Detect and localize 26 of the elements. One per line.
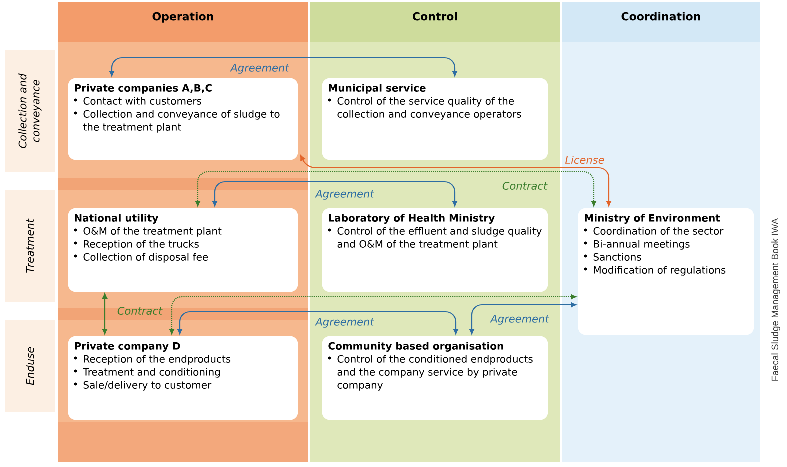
edge-label: Contract — [502, 182, 548, 190]
source-note: Faecal Sludge Management Book IWA — [772, 218, 780, 381]
arrow — [109, 57, 458, 77]
arrow — [195, 171, 597, 207]
edge-label: Agreement — [315, 190, 375, 200]
actor-box: Private company D Reception of the endproducts Treatment and conditioning Sale/delivery to customer — [68, 336, 298, 420]
actor-box: Private companies A,B,C Contact with customers Collection and conveyance of sludge to the treatment plant — [68, 78, 298, 160]
arrow — [102, 293, 108, 335]
edge-label: License — [566, 156, 604, 164]
edge-label: Agreement — [315, 318, 375, 328]
actor-box: Community based organisation Control of the conditioned endproducts and the company service by private company — [322, 336, 548, 420]
row-label: Enduse — [5, 320, 56, 412]
actor-box: National utility O&M of the treatment plant Reception of the trucks Collection of disposal fee — [68, 208, 298, 292]
actor-box: Laboratory of Health Ministry Control of the effluent and sludge quality and O&M of the treatment plant — [322, 208, 548, 292]
arrow — [212, 181, 458, 207]
edge-label: Contract — [118, 307, 163, 315]
arrow — [300, 155, 612, 207]
actor-box: Municipal service Control of the service quality of the collection and conveyance operators — [322, 78, 548, 160]
actor-box: Ministry of Environment Coordination of the sector Bi-annual meetings Sanctions Modification of regulations — [578, 208, 754, 336]
arrow — [177, 311, 459, 335]
row-label: Collection and conveyance — [5, 50, 56, 172]
arrow — [169, 294, 577, 335]
edge-label: Agreement — [490, 315, 550, 325]
edge-label: Agreement — [230, 64, 290, 74]
row-label: Treatment — [5, 190, 56, 302]
arrow — [469, 302, 577, 335]
